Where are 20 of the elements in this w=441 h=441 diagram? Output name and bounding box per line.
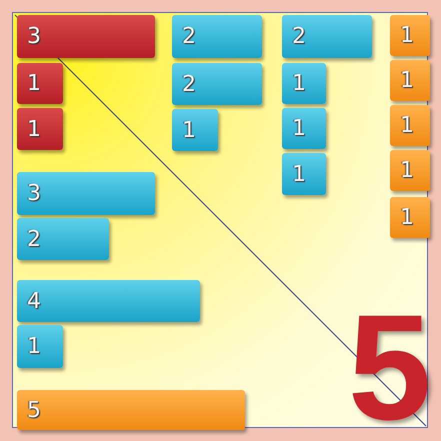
bar: 1 [390,105,430,146]
bar: 4 [17,280,200,322]
bar: 1 [17,63,63,104]
bar: 1 [172,109,218,151]
bar: 5 [17,390,245,430]
bar: 1 [390,197,430,238]
bar: 1 [282,63,326,104]
bar: 3 [17,15,155,58]
bar: 1 [17,325,63,368]
bar: 2 [282,15,372,58]
bar: 2 [172,15,262,58]
bar: 1 [17,108,63,150]
bar: 1 [390,150,430,191]
bar: 2 [17,218,109,260]
bar: 1 [390,60,430,101]
bar: 1 [282,108,326,149]
bar: 3 [17,172,155,215]
bar: 2 [172,63,262,105]
bar: 1 [390,15,430,56]
bar: 1 [282,153,326,195]
